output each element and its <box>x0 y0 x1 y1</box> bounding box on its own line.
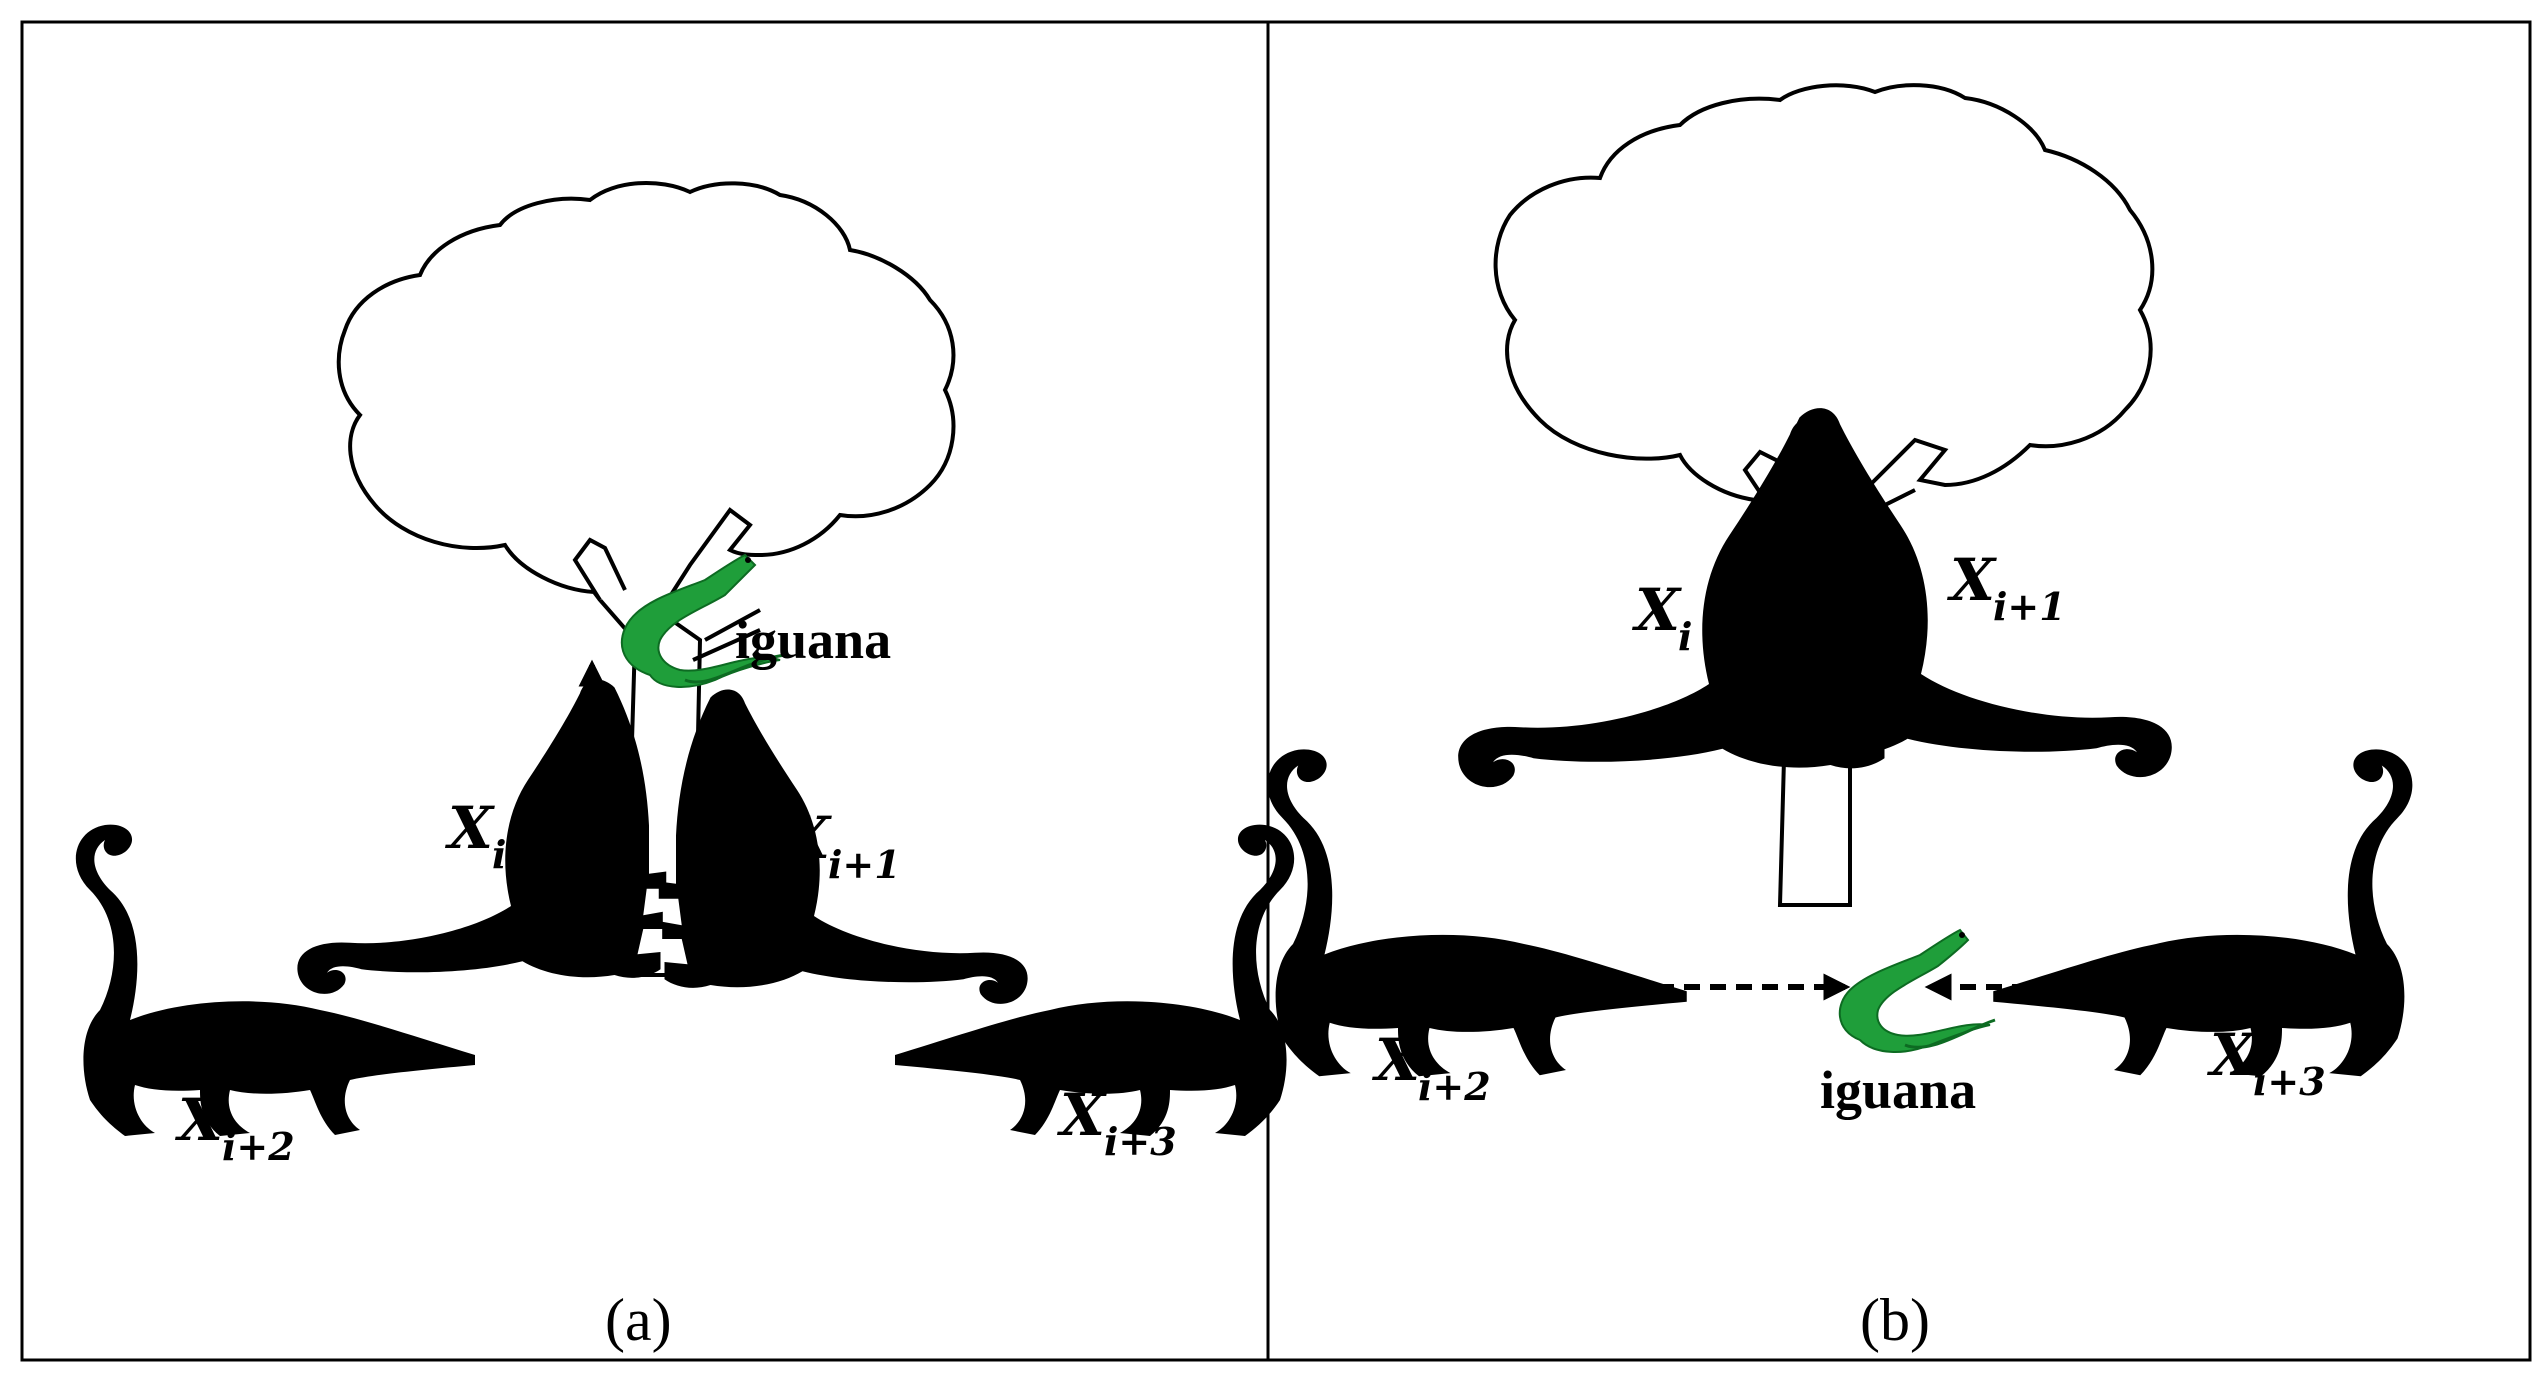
coati-icon <box>1993 749 2413 1077</box>
agent-label-xi-a: X i <box>444 794 506 877</box>
iguana-icon <box>620 553 786 688</box>
svg-text:X: X <box>1056 1081 1107 1149</box>
tree-icon <box>336 181 956 977</box>
svg-text:i+1: i+1 <box>1993 584 2066 629</box>
agent-label-xi-b: X i <box>1631 576 1692 659</box>
svg-text:i+3: i+3 <box>1104 1119 1177 1164</box>
svg-text:i+1: i+1 <box>828 842 901 887</box>
panel-a: iguana X i X i+1 X i+2 <box>75 181 1295 1353</box>
iguana-icon <box>1838 928 1996 1053</box>
agent-label-xi2-a: X i+2 <box>174 1086 295 1169</box>
svg-text:X: X <box>1946 546 1997 614</box>
agent-label-xi1-a: X i+1 <box>781 804 901 887</box>
svg-text:i: i <box>1678 614 1692 659</box>
panel-caption-a: (a) <box>605 1287 672 1353</box>
agent-label-xi3-b: X i+3 <box>2206 1021 2326 1104</box>
coati-icon <box>1267 749 1687 1077</box>
svg-text:i+2: i+2 <box>222 1124 295 1169</box>
svg-text:X: X <box>1631 576 1682 644</box>
coati-icon <box>75 824 476 1136</box>
panel-caption-b: (b) <box>1860 1287 1930 1353</box>
svg-text:i: i <box>492 832 506 877</box>
svg-text:i+2: i+2 <box>1418 1064 1491 1109</box>
agent-label-xi3-a: X i+3 <box>1056 1081 1177 1164</box>
agent-label-xi1-b: X i+1 <box>1946 546 2066 629</box>
svg-text:X: X <box>174 1086 225 1154</box>
svg-text:X: X <box>444 794 495 862</box>
svg-text:X: X <box>2206 1021 2257 1089</box>
svg-text:X: X <box>1371 1026 1422 1094</box>
agent-label-xi2-b: X i+2 <box>1371 1026 1491 1109</box>
panel-b: iguana X i X i+1 X i+2 X i+3 (b) <box>1267 83 2413 1353</box>
iguana-label-a: iguana <box>735 610 891 670</box>
svg-text:i+3: i+3 <box>2253 1059 2326 1104</box>
iguana-label-b: iguana <box>1820 1060 1976 1120</box>
svg-text:X: X <box>781 804 832 872</box>
figure-frame <box>20 20 2532 1362</box>
